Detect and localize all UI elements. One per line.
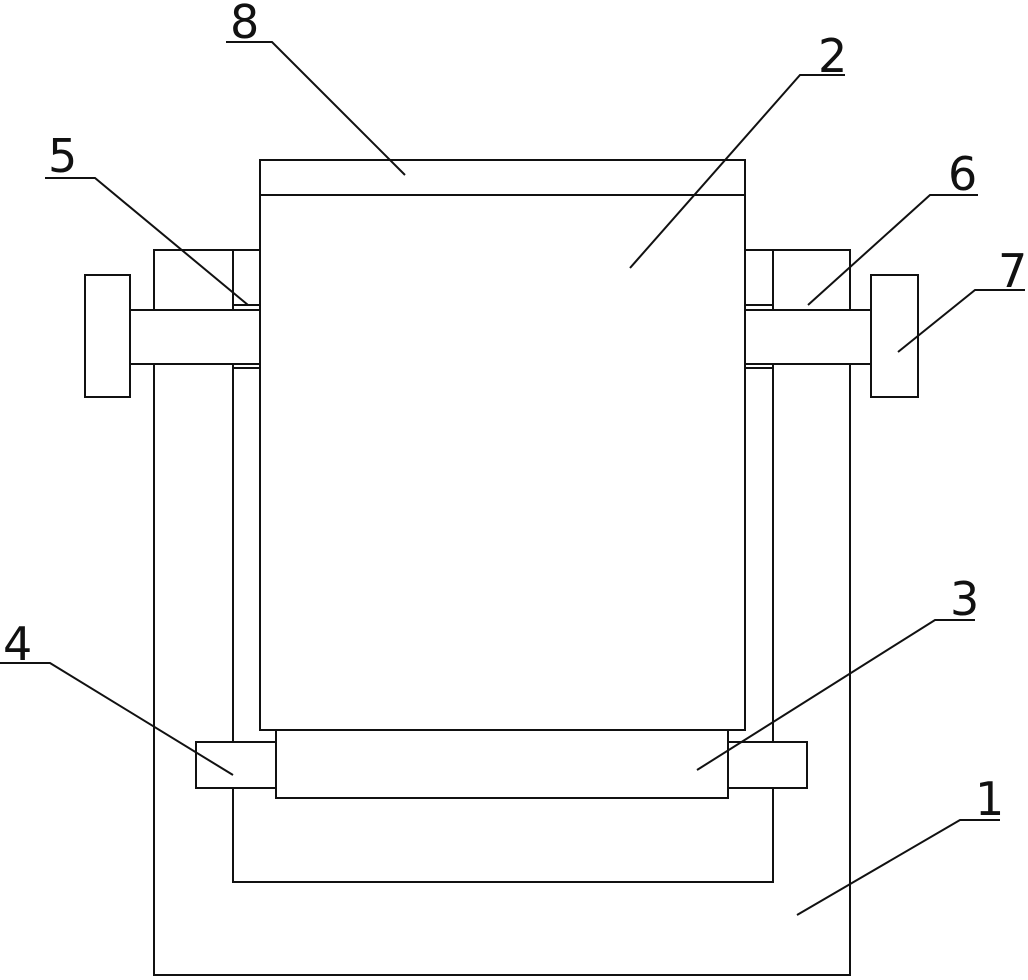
left-shaft: [129, 309, 261, 365]
roller: [275, 729, 729, 799]
label-2: 2: [818, 29, 847, 83]
label-8: 8: [230, 0, 259, 49]
leader-line-4: [0, 662, 234, 776]
right-roller-support: [727, 741, 808, 789]
leader-line-6: [807, 194, 978, 306]
leader-line-1: [796, 819, 1000, 916]
label-6: 6: [948, 147, 977, 201]
label-4: 4: [3, 617, 32, 671]
leader-line-3: [696, 619, 975, 771]
leader-line-8: [226, 41, 406, 176]
main-body: [259, 159, 746, 731]
leader-line-2: [629, 74, 845, 269]
label-3: 3: [950, 572, 979, 626]
right-knob: [870, 274, 919, 398]
label-5: 5: [48, 129, 77, 183]
label-1: 1: [975, 772, 1004, 826]
leader-line-5: [45, 177, 249, 306]
left-knob: [84, 274, 131, 398]
label-7: 7: [998, 244, 1027, 298]
right-shaft: [744, 309, 872, 365]
left-roller-support: [195, 741, 277, 789]
leader-line-7: [897, 289, 1025, 353]
